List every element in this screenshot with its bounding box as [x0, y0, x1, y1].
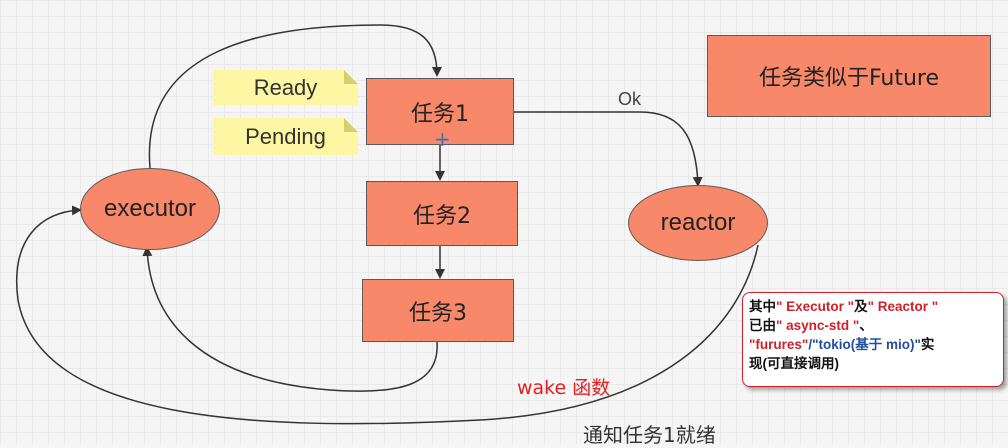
task1-label: 任务1	[411, 101, 469, 127]
notify-task1-ready-label: 通知任务1就绪	[583, 423, 716, 447]
task1-node: 任务1	[366, 78, 514, 145]
callout-furures: "furures"	[749, 337, 809, 352]
wake-function-label: wake 函数	[517, 377, 611, 399]
callout-async-std: " async-std "	[776, 318, 860, 333]
executor-node: executor	[80, 168, 220, 250]
callout-tokio: /"tokio(基于 mio)"	[808, 337, 921, 352]
ready-label: Ready	[253, 74, 318, 100]
task3-label: 任务3	[409, 300, 467, 326]
callout-text-1: 其中	[749, 299, 776, 314]
future-note-label: 任务类似于Future	[758, 66, 940, 91]
reactor-node: reactor	[628, 185, 768, 261]
task1-plus-marker: +	[434, 127, 451, 151]
ready-sticky-note: Ready	[213, 70, 358, 105]
edge-task1-to-reactor	[514, 111, 703, 187]
callout-reactor: " Reactor "	[867, 299, 939, 314]
future-note-box: 任务类似于Future	[707, 35, 991, 117]
executor-label: executor	[103, 195, 197, 222]
edge-executor-to-task1	[148, 24, 442, 169]
task2-label: 任务2	[413, 203, 471, 229]
edge-reactor-to-executor	[16, 205, 759, 425]
callout-text-6: 现(可直接调用)	[749, 356, 839, 371]
task3-node: 任务3	[362, 279, 514, 342]
reactor-label: reactor	[660, 209, 736, 236]
callout-text-5: 实	[920, 337, 935, 352]
callout-text-3: 已由	[749, 318, 776, 333]
edge-task3-to-executor	[142, 246, 438, 392]
callout-text-4: 、	[859, 318, 873, 333]
callout-text-2: 及	[854, 299, 868, 314]
pending-sticky-note: Pending	[213, 118, 358, 155]
implementation-callout: 其中" Executor "及" Reactor " 已由" async-std…	[742, 292, 1004, 387]
callout-executor: " Executor "	[776, 299, 855, 314]
task2-node: 任务2	[366, 181, 518, 246]
ok-edge-label: Ok	[618, 89, 642, 109]
pending-label: Pending	[245, 123, 326, 149]
